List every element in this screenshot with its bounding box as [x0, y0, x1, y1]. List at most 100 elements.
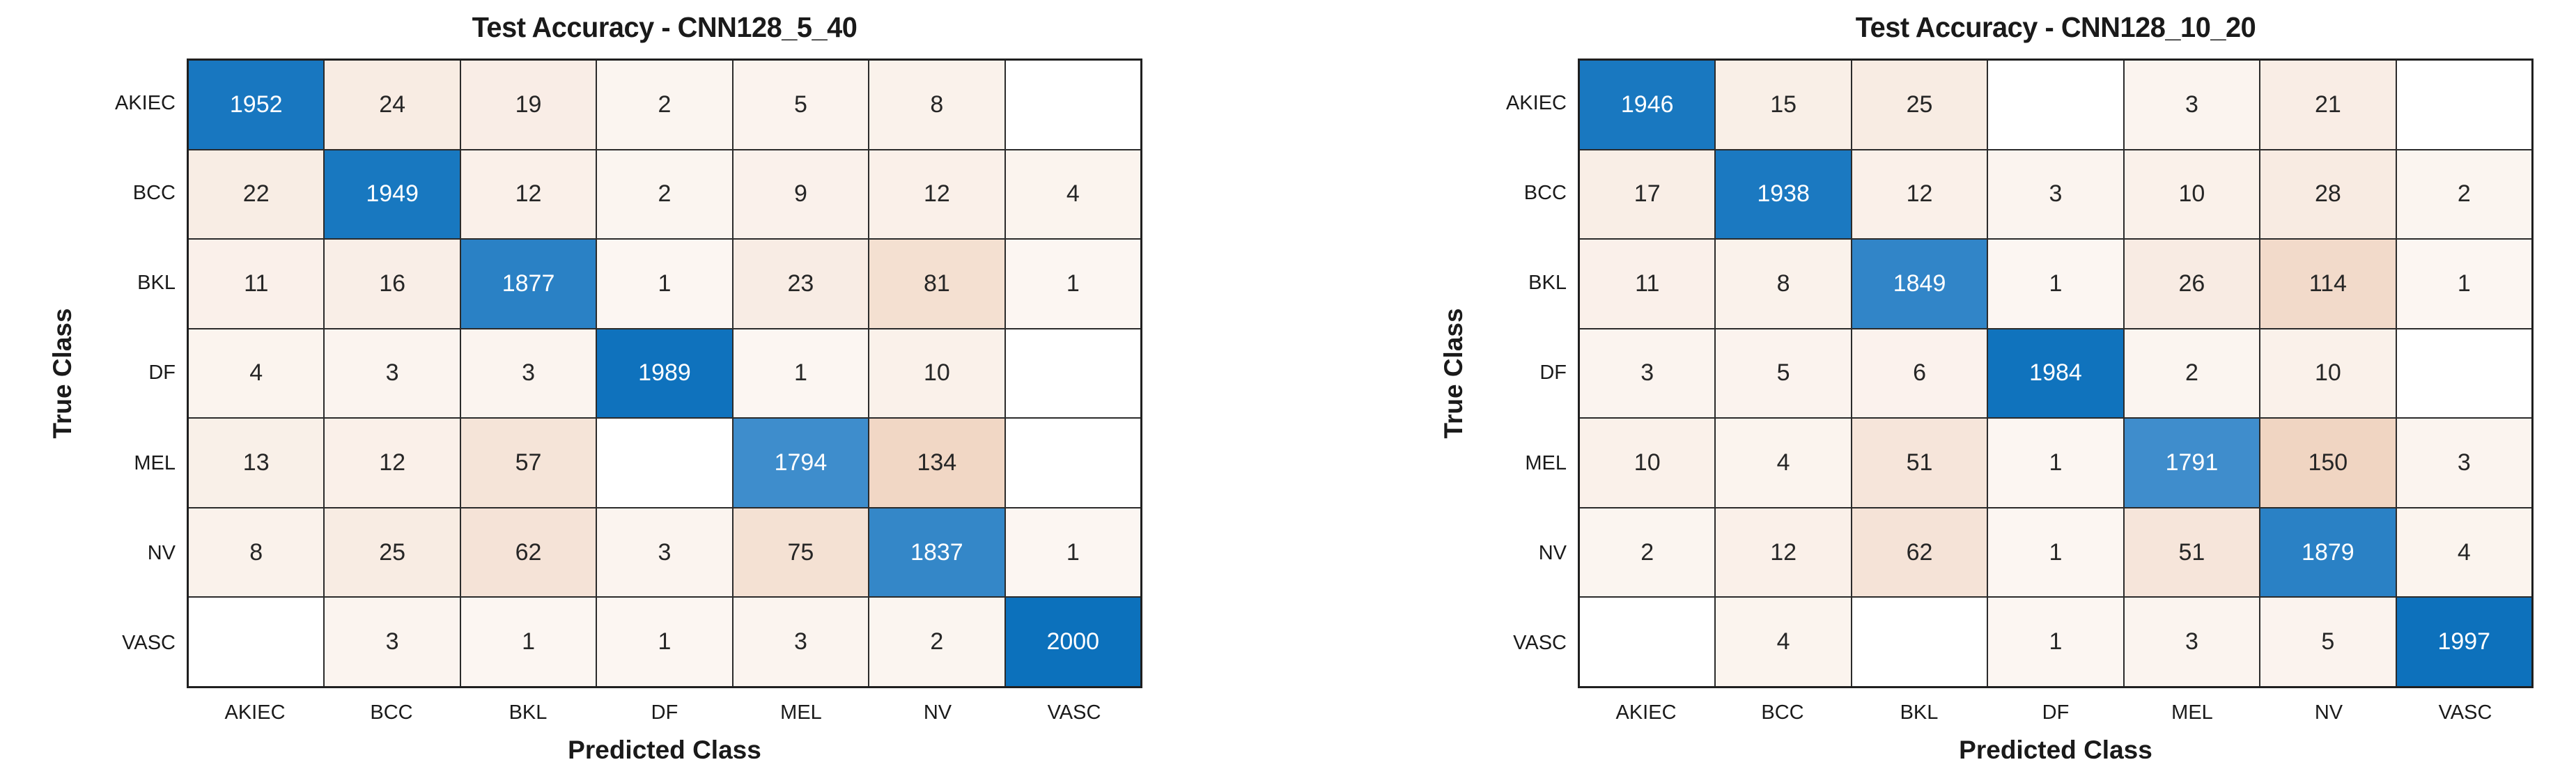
y-tick-label-bkl: BKL	[1528, 272, 1567, 295]
cell-vasc-vasc: 2000	[1005, 598, 1140, 686]
cell-vasc-bkl: 1	[460, 598, 596, 686]
cell-akiec-vasc	[1005, 61, 1140, 149]
x-axis-label: Predicted Class	[568, 736, 761, 764]
cell-akiec-bcc: 15	[1716, 61, 1851, 149]
cell-bkl-df: 1	[1988, 240, 2123, 328]
y-axis-label-wrap: True Class	[43, 59, 82, 688]
y-tick-label-mel: MEL	[134, 451, 176, 474]
cell-mel-akiec: 13	[189, 419, 324, 507]
y-tick-label-akiec: AKIEC	[1505, 92, 1567, 115]
cell-mel-df: 1	[1988, 419, 2123, 507]
y-tick-label-df: DF	[148, 362, 176, 384]
cell-akiec-nv: 21	[2260, 61, 2396, 149]
cell-mel-bkl: 51	[1852, 419, 1987, 507]
cell-akiec-akiec: 1952	[189, 61, 324, 149]
cell-nv-nv: 1837	[869, 508, 1004, 597]
cell-bcc-vasc: 2	[2396, 150, 2531, 239]
y-tick-label-df: DF	[1539, 362, 1567, 384]
y-axis-label: True Class	[1439, 308, 1468, 439]
y-tick-label-bcc: BCC	[132, 182, 176, 205]
cell-vasc-bcc: 3	[325, 598, 460, 686]
cell-df-df: 1984	[1988, 329, 2123, 418]
x-tick-label-nv: NV	[2314, 701, 2343, 724]
x-axis-label: Predicted Class	[1959, 736, 2152, 764]
x-tick-label-akiec: AKIEC	[1615, 701, 1677, 724]
cell-bcc-mel: 9	[733, 150, 869, 239]
cell-mel-df	[597, 419, 732, 507]
cell-mel-nv: 150	[2260, 419, 2396, 507]
y-tick-label-akiec: AKIEC	[114, 92, 176, 115]
cell-bcc-mel: 10	[2124, 150, 2260, 239]
x-tick-label-vasc: VASC	[2438, 701, 2492, 724]
cell-bcc-nv: 28	[2260, 150, 2396, 239]
cell-akiec-akiec: 1946	[1580, 61, 1715, 149]
y-tick-label-bcc: BCC	[1523, 182, 1567, 205]
cell-akiec-nv: 8	[869, 61, 1004, 149]
cell-bcc-df: 3	[1988, 150, 2123, 239]
cell-nv-df: 1	[1988, 508, 2123, 597]
x-tick-label-akiec: AKIEC	[224, 701, 286, 724]
cell-mel-akiec: 10	[1580, 419, 1715, 507]
x-tick-label-mel: MEL	[780, 701, 822, 724]
cell-nv-bkl: 62	[1852, 508, 1987, 597]
chart-title: Test Accuracy - CNN128_10_20	[1855, 10, 2256, 43]
cell-vasc-vasc: 1997	[2396, 598, 2531, 686]
cell-mel-bkl: 57	[460, 419, 596, 507]
cell-nv-mel: 75	[733, 508, 869, 597]
cell-nv-bkl: 62	[460, 508, 596, 597]
cell-akiec-df	[1988, 61, 2123, 149]
cell-df-bkl: 6	[1852, 329, 1987, 418]
cell-mel-mel: 1791	[2124, 419, 2260, 507]
cell-mel-mel: 1794	[733, 419, 869, 507]
x-tick-label-mel: MEL	[2171, 701, 2213, 724]
x-tick-label-bcc: BCC	[370, 701, 413, 724]
cell-nv-bcc: 12	[1716, 508, 1851, 597]
y-axis-label-wrap: True Class	[1434, 59, 1473, 688]
cell-bcc-bkl: 12	[1852, 150, 1987, 239]
cell-nv-mel: 51	[2124, 508, 2260, 597]
cell-akiec-mel: 5	[733, 61, 869, 149]
cell-akiec-df: 2	[597, 61, 732, 149]
y-tick-label-vasc: VASC	[122, 631, 176, 654]
cell-nv-akiec: 2	[1580, 508, 1715, 597]
cell-bkl-df: 1	[597, 240, 732, 328]
cell-bkl-mel: 26	[2124, 240, 2260, 328]
cell-nv-vasc: 4	[2396, 508, 2531, 597]
x-tick-label-df: DF	[651, 701, 678, 724]
x-tick-label-df: DF	[2042, 701, 2070, 724]
cell-bkl-vasc: 1	[2396, 240, 2531, 328]
confusion-matrix-chart-right: Test Accuracy - CNN128_10_20 True Class …	[1434, 0, 2534, 769]
cell-mel-nv: 134	[869, 419, 1004, 507]
cell-df-vasc	[2396, 329, 2531, 418]
cell-vasc-mel: 3	[2124, 598, 2260, 686]
cell-akiec-bkl: 19	[460, 61, 596, 149]
cell-mel-bcc: 4	[1716, 419, 1851, 507]
cell-akiec-mel: 3	[2124, 61, 2260, 149]
cell-bkl-vasc: 1	[1005, 240, 1140, 328]
cell-vasc-nv: 2	[869, 598, 1004, 686]
cell-vasc-akiec	[1580, 598, 1715, 686]
cell-bkl-nv: 114	[2260, 240, 2396, 328]
cell-df-nv: 10	[869, 329, 1004, 418]
cell-vasc-mel: 3	[733, 598, 869, 686]
cell-mel-vasc	[1005, 419, 1140, 507]
cell-df-akiec: 4	[189, 329, 324, 418]
cell-vasc-bkl	[1852, 598, 1987, 686]
x-tick-label-vasc: VASC	[1047, 701, 1101, 724]
cell-bkl-nv: 81	[869, 240, 1004, 328]
y-tick-label-nv: NV	[147, 541, 176, 564]
cell-df-mel: 1	[733, 329, 869, 418]
cell-mel-bcc: 12	[325, 419, 460, 507]
y-tick-label-bkl: BKL	[137, 272, 176, 295]
cell-nv-vasc: 1	[1005, 508, 1140, 597]
cell-vasc-nv: 5	[2260, 598, 2396, 686]
y-axis-label: True Class	[48, 308, 77, 439]
cell-bkl-mel: 23	[733, 240, 869, 328]
cell-df-bcc: 3	[325, 329, 460, 418]
cell-df-akiec: 3	[1580, 329, 1715, 418]
cell-nv-df: 3	[597, 508, 732, 597]
